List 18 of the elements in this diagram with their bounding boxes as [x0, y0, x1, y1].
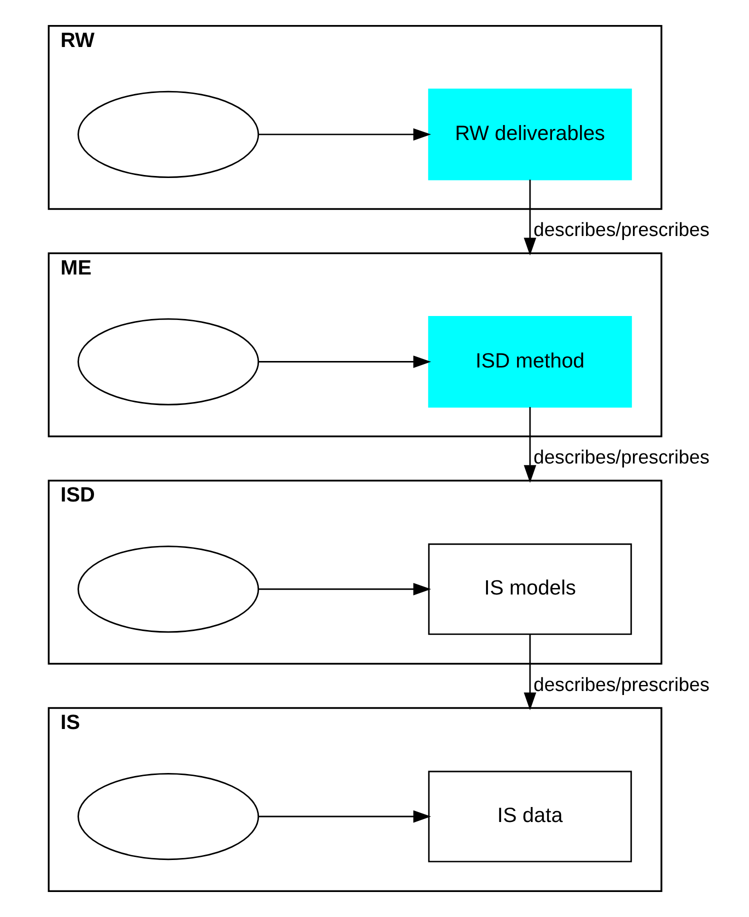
node-ellipse: [77, 90, 259, 178]
node-ellipse: [77, 318, 259, 406]
arrow: [258, 810, 431, 823]
arrow: [523, 634, 536, 710]
arrow: [258, 128, 431, 141]
node-box: IS models: [428, 543, 632, 635]
edge-label: describes/prescribes: [533, 674, 710, 696]
edge-label: describes/prescribes: [533, 448, 710, 469]
arrow: [258, 356, 431, 368]
node-ellipse: [77, 772, 259, 860]
arrow: [523, 407, 536, 483]
node-box: RW deliverables: [428, 88, 632, 180]
node-box: ISD method: [428, 316, 632, 408]
node-box: IS data: [428, 770, 632, 862]
arrow: [523, 180, 536, 256]
arrow: [258, 582, 431, 596]
edge-label: describes/prescribes: [533, 220, 710, 242]
node-ellipse: [77, 546, 259, 633]
